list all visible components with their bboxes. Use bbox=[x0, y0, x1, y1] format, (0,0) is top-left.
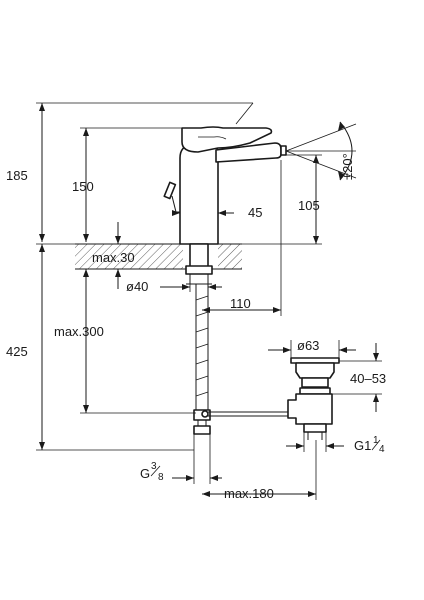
svg-text:G1: G1 bbox=[354, 438, 371, 453]
svg-text:4: 4 bbox=[379, 444, 385, 455]
pop-up-linkage bbox=[201, 410, 288, 418]
dim-waste-thread: G1 1 4 bbox=[354, 435, 385, 455]
dim-deck-thickness: max.30 bbox=[92, 250, 135, 265]
dim-spout-reach: 45 bbox=[248, 205, 262, 220]
dim-waste-diameter: ø63 bbox=[297, 338, 319, 353]
mixer-body bbox=[163, 126, 287, 245]
countertop bbox=[75, 243, 242, 270]
dim-hole-diameter: ø40 bbox=[126, 279, 148, 294]
svg-text:G: G bbox=[140, 466, 150, 481]
svg-text:3: 3 bbox=[151, 461, 157, 472]
dim-waste-range: 40–53 bbox=[350, 371, 386, 386]
dim-hose-reach: max.180 bbox=[224, 486, 274, 501]
dim-hose-thread: G 3 8 bbox=[140, 461, 164, 483]
dim-total-height: 185 bbox=[6, 168, 28, 183]
svg-text:8: 8 bbox=[158, 472, 164, 483]
dim-hose-length: max.300 bbox=[54, 324, 104, 339]
dim-spout-height: 150 bbox=[72, 179, 94, 194]
dimension-lines bbox=[36, 102, 382, 500]
dim-jet-angle: ±20° bbox=[340, 153, 355, 180]
dim-jet-height: 105 bbox=[298, 198, 320, 213]
dim-overall-length: 425 bbox=[6, 344, 28, 359]
svg-text:1: 1 bbox=[373, 435, 379, 446]
waste-valve bbox=[287, 357, 340, 440]
dim-drain-offset: 110 bbox=[230, 296, 251, 311]
